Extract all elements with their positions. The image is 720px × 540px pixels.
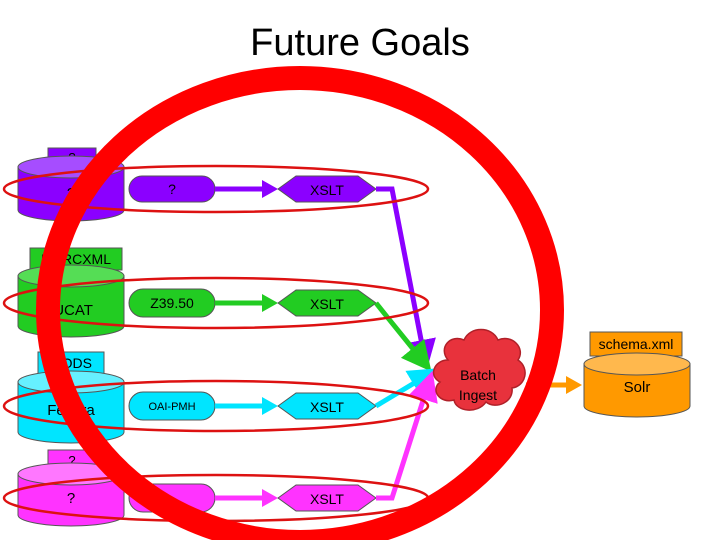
row-2-access-node: Z39.50 [128,288,216,318]
row-2-transform-label: XSLT [310,296,344,312]
slide-title: Future Goals [250,22,470,64]
batch-ingest-cloud: Batch Ingest [432,328,526,411]
big-red-loop [36,66,564,540]
row-1-arrow-head [262,180,278,198]
row-4-transform-label: XSLT [310,491,344,507]
row-3-transform-node: XSLT [277,392,377,420]
row-4-source-label: ? [67,490,75,507]
solr-schema-label: schema.xml [599,336,674,352]
batch-ingest-label-line2: Ingest [459,387,497,403]
row-3-highlight-oval [2,379,430,433]
row-2-arrow-head [262,294,278,312]
row-3-arrow-head [262,397,278,415]
row-3-access-node: OAI-PMH [128,391,216,421]
row-2: MARCXML IUCAT Z39.50 XSLT [17,247,432,372]
row-1-transform-node: XSLT [277,175,377,203]
solr-schema-tag: schema.xml [589,331,683,357]
row-4-arrow-to-batch [376,370,438,501]
solr-cylinder: Solr [583,352,691,418]
row-3-access-label: OAI-PMH [148,401,195,413]
row-2-access-label: Z39.50 [150,295,194,311]
row-1-access-label: ? [168,181,176,197]
batch-ingest-label-line1: Batch [460,367,496,383]
row-4-transform-node: XSLT [277,484,377,512]
row-4-tag-label: ? [68,453,75,468]
row-1-access-node: ? [128,175,216,203]
row-2-source-cylinder: IUCAT [17,264,125,338]
row-2-transform-node: XSLT [277,289,377,317]
solr-label: Solr [624,379,651,396]
row-1-arrow-to-batch [376,186,436,370]
row-3-transform-label: XSLT [310,399,344,415]
row-4-arrow-head [262,489,278,507]
batch-to-solr-arrow-head [566,376,582,394]
row-2-highlight-oval [2,276,430,330]
row-1-highlight-oval [2,164,430,214]
row-1-transform-label: XSLT [310,182,344,198]
